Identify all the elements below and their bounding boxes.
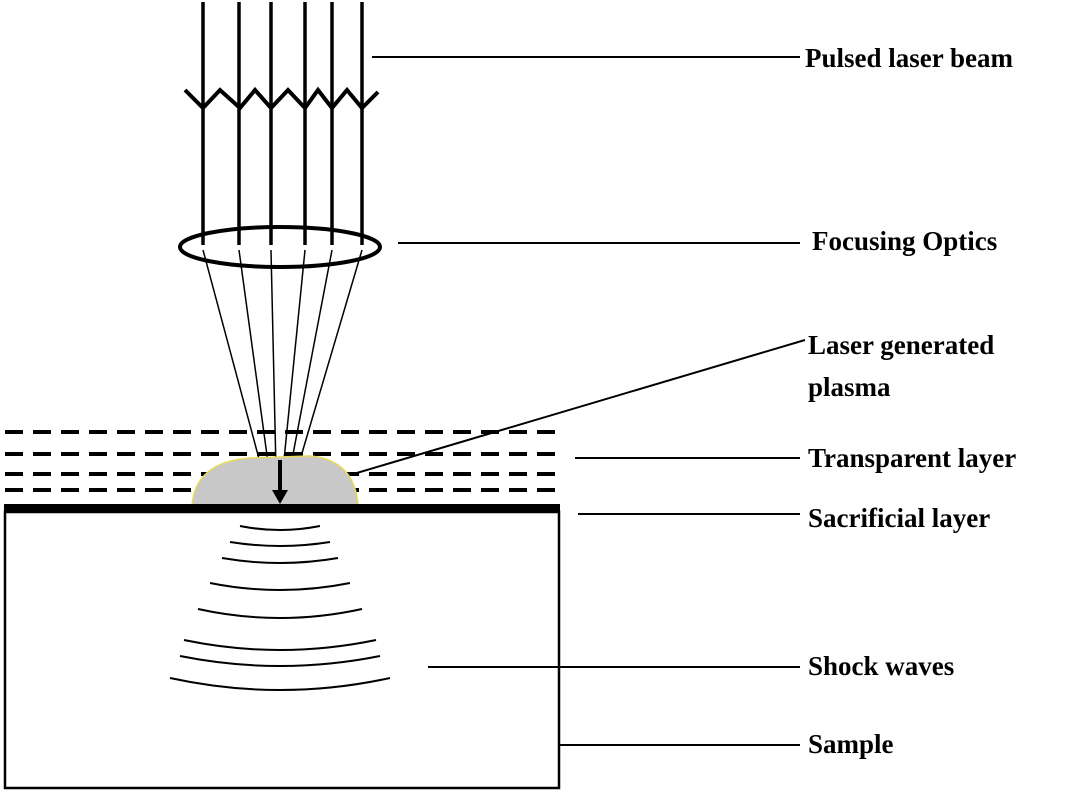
label-transparent-layer: Transparent layer bbox=[808, 443, 1016, 473]
arrow-head bbox=[272, 490, 288, 504]
focused-beam-lines bbox=[202, 249, 363, 471]
laser-generated-plasma bbox=[191, 455, 359, 507]
focused-beam-line bbox=[238, 249, 270, 471]
label-sacrificial-layer: Sacrificial layer bbox=[808, 503, 990, 533]
sacrificial-layer bbox=[4, 504, 560, 513]
focused-beam-line bbox=[289, 249, 333, 471]
shock-wave-arc bbox=[239, 525, 321, 531]
leader-lines bbox=[349, 56, 806, 746]
label-plasma-line2: plasma bbox=[808, 372, 891, 402]
shock-wave-arc bbox=[221, 557, 339, 564]
focused-beam-line bbox=[296, 249, 363, 471]
shock-wave-arc bbox=[169, 677, 391, 691]
label-pulsed-laser-beam: Pulsed laser beam bbox=[805, 43, 1014, 73]
label-plasma-line1: Laser generated bbox=[808, 330, 994, 360]
focused-beam-line bbox=[282, 249, 306, 471]
label-sample: Sample bbox=[808, 729, 894, 759]
focused-beam-line bbox=[202, 249, 263, 471]
focused-beam-line bbox=[270, 249, 277, 471]
shock-wave-arc bbox=[229, 541, 331, 547]
focusing-lens bbox=[178, 225, 382, 269]
transparent-layer bbox=[5, 430, 560, 492]
label-shock-waves: Shock waves bbox=[808, 651, 954, 681]
label-focusing-optics: Focusing Optics bbox=[812, 226, 997, 256]
shock-waves bbox=[169, 525, 391, 691]
shock-wave-arc bbox=[183, 639, 377, 651]
laser-beam-lines bbox=[201, 2, 364, 245]
shock-wave-arc bbox=[179, 655, 381, 667]
beam-wavefront-zigzag bbox=[183, 86, 380, 112]
shock-wave-arc bbox=[197, 608, 363, 619]
shock-wave-arc bbox=[209, 582, 351, 591]
